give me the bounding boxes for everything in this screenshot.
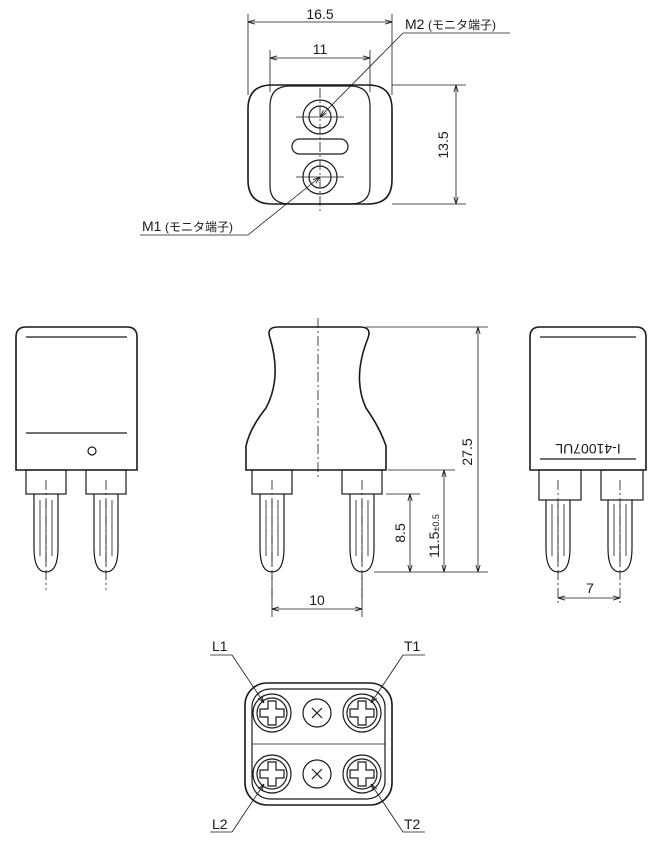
label-m2-note: (モニタ端子) (428, 18, 496, 32)
label-t1: T1 (404, 638, 421, 654)
top-view-bezel (269, 85, 371, 205)
dim-pin-pitch: 10 (309, 592, 325, 608)
label-l1: L1 (212, 638, 228, 654)
terminal-l1 (252, 693, 292, 733)
left-side-mark (87, 446, 97, 456)
dim-pin-exposed-tolerance: ±0.5 (431, 514, 441, 531)
label-m1-note: (モニタ端子) (165, 220, 233, 234)
dim-width-outer: 16.5 (306, 6, 333, 22)
terminal-t2 (342, 754, 382, 794)
dim-height: 13.5 (435, 131, 451, 158)
front-body (245, 326, 387, 471)
right-side-view: I-41007UL 7 (529, 326, 647, 606)
device-marking: I-41007UL (555, 441, 621, 457)
dim-side-pin-pitch: 7 (586, 580, 594, 596)
right-side-pin-1 (538, 469, 582, 573)
dim-total-height: 27.5 (459, 438, 475, 465)
label-m2: M2 (405, 16, 425, 32)
left-side-body (15, 326, 138, 471)
dim-pin-length: 8.5 (392, 523, 408, 543)
label-l2: L2 (212, 816, 228, 832)
dim-width-terminals: 11 (313, 41, 328, 57)
dim-pin-exposed: 11.5 (426, 531, 442, 557)
label-t2: T2 (404, 816, 421, 832)
bottom-view-outline (244, 682, 393, 806)
right-side-pin-2 (600, 469, 644, 573)
terminal-t1 (342, 693, 382, 733)
right-side-body (529, 326, 647, 471)
top-view: 16.5 11 13.5 M2 (モニタ端子) M1 (モニタ端子) (140, 6, 510, 236)
front-view: 10 8.5 11.5±0.5 27.5 (245, 318, 488, 617)
bottom-view: L1 T1 L2 T2 (210, 638, 425, 833)
top-view-outline (247, 84, 393, 205)
label-m1: M1 (142, 218, 162, 234)
svg-text:11.5±0.5: 11.5±0.5 (426, 514, 442, 558)
left-side-view (15, 326, 138, 590)
center-pin-bottom (302, 759, 332, 789)
center-pin-top (302, 698, 332, 728)
terminal-l2 (252, 754, 292, 794)
